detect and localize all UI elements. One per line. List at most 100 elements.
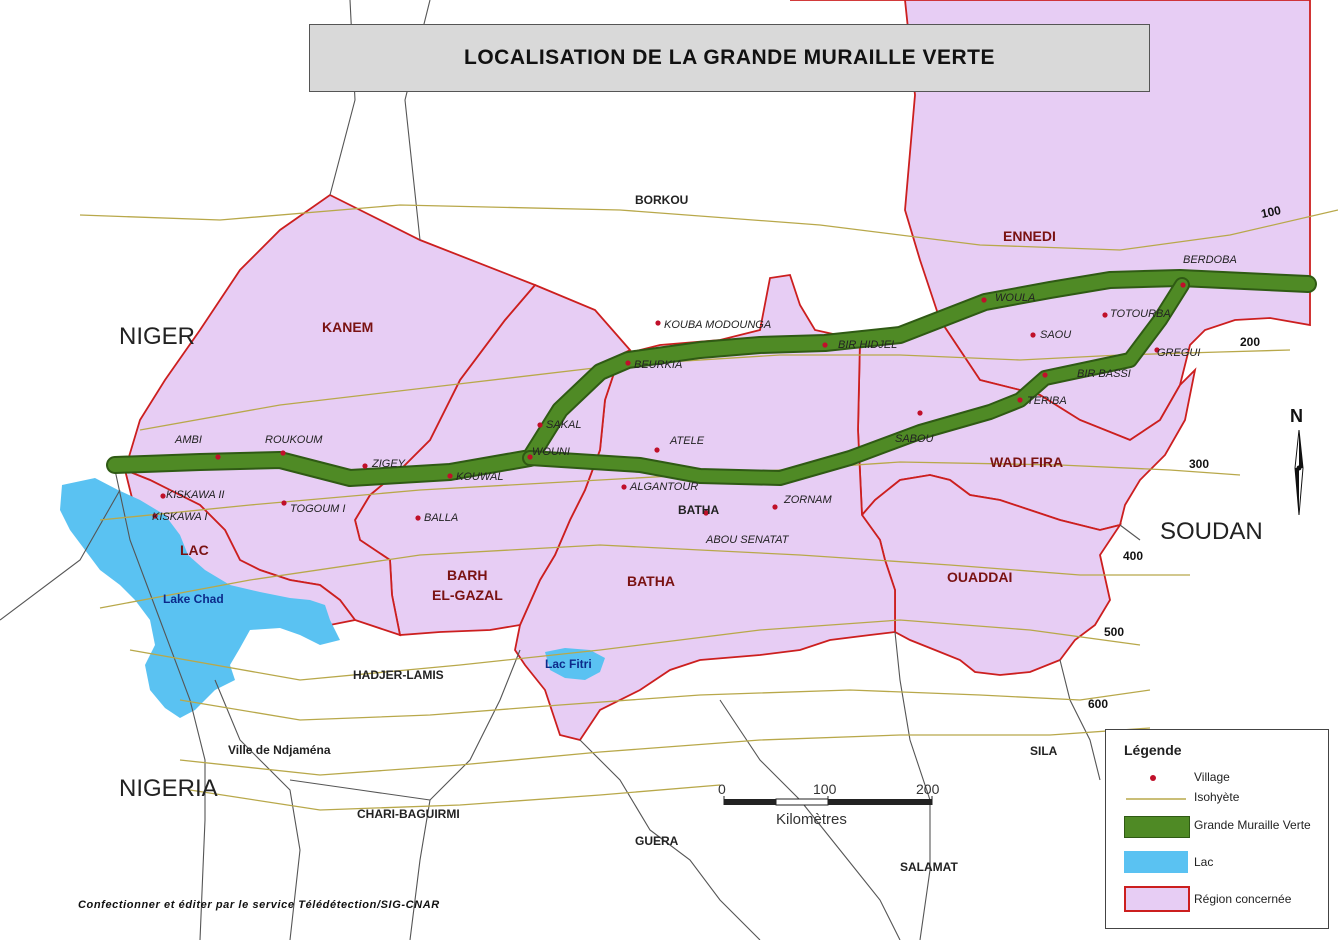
isohyet-label-300: 300 xyxy=(1189,457,1209,471)
label-guera: GUERA xyxy=(635,834,679,848)
isohyet-200 xyxy=(139,349,1291,431)
isohyet-label-100: 100 xyxy=(1260,203,1283,221)
label-ndjamena: Ville de Ndjaména xyxy=(228,743,331,757)
green-wall-branch xyxy=(524,279,1188,484)
village-dot-beurkia xyxy=(625,360,631,366)
village-label-woula: WOULA xyxy=(995,292,1035,304)
label-soudan: SOUDAN xyxy=(1160,518,1263,545)
village-dot-teriba xyxy=(1017,397,1023,403)
village-dot-ambi xyxy=(215,454,221,460)
green-wall-main xyxy=(108,271,1315,485)
scale-tick-200: 200 xyxy=(916,781,940,797)
village-dot-kouba-modounga xyxy=(655,320,661,326)
village-dot-atele xyxy=(654,447,660,453)
village-label-kouwal: KOUWAL xyxy=(456,471,503,483)
green-wall xyxy=(106,269,1317,487)
isohyet-label-400: 400 xyxy=(1123,549,1143,563)
country-labels: NIGER NIGERIA SOUDAN xyxy=(119,323,1263,802)
region-swatch-icon xyxy=(1124,886,1190,912)
isohyet-label-600: 600 xyxy=(1088,697,1108,711)
label-lac: LAC xyxy=(180,542,209,558)
village-dot-zornam xyxy=(772,504,778,510)
village-label-balla: BALLA xyxy=(424,512,458,524)
label-niger: NIGER xyxy=(119,323,195,350)
village-label-ambi: AMBI xyxy=(174,434,202,446)
region-labels: KANEM ENNEDI WADI FIRA LAC BARH EL-GAZAL… xyxy=(180,228,1063,603)
village-label-sakal: SAKAL xyxy=(546,419,581,431)
label-barh: BARH xyxy=(447,567,487,583)
village-label-zornam: ZORNAM xyxy=(783,494,833,506)
village-dots xyxy=(152,282,1186,521)
village-label-kouba-modounga: KOUBA MODOUNGA xyxy=(664,319,771,331)
village-dot-icon xyxy=(1150,775,1156,781)
legend-label-isohyete: Isohyète xyxy=(1194,790,1240,804)
village-dot-zigey xyxy=(362,463,368,469)
village-label-zigey: ZIGEY xyxy=(371,458,406,470)
village-label-beurkia: BEURKIA xyxy=(634,359,682,371)
label-lake-chad: Lake Chad xyxy=(163,592,224,606)
lake-fitri-shape xyxy=(545,648,605,680)
village-dot-balla xyxy=(415,515,421,521)
map-title: LOCALISATION DE LA GRANDE MURAILLE VERTE xyxy=(309,24,1150,92)
label-chari-baguirmi: CHARI-BAGUIRMI xyxy=(357,807,460,821)
label-hadjer-lamis: HADJER-LAMIS xyxy=(353,668,444,682)
label-salamat: SALAMAT xyxy=(900,860,958,874)
wall-swatch-icon xyxy=(1124,816,1190,838)
village-label-roukoum: ROUKOUM xyxy=(265,434,323,446)
village-dot-berdoba xyxy=(1180,282,1186,288)
legend-label-lac: Lac xyxy=(1194,855,1214,869)
village-dot-sakal xyxy=(537,422,543,428)
label-ennedi: ENNEDI xyxy=(1003,228,1056,244)
label-kanem: KANEM xyxy=(322,319,373,335)
isohyet-400 xyxy=(99,544,1190,609)
village-label-atele: ATELE xyxy=(669,435,705,447)
village-label-kiskawa-ii: KISKAWA II xyxy=(166,489,225,501)
region-ouaddai xyxy=(860,474,1123,676)
lake-swatch-icon xyxy=(1124,851,1188,873)
legend-label-village: Village xyxy=(1194,770,1230,784)
village-label-algantour: ALGANTOUR xyxy=(629,481,698,493)
village-label-sabou: SABOU xyxy=(895,433,934,445)
lake-labels: Lake Chad Lac Fitri xyxy=(163,592,592,671)
other-region-labels: BORKOU BATHA HADJER-LAMIS CHARI-BAGUIRMI… xyxy=(228,193,1058,874)
label-nigeria: NIGERIA xyxy=(119,775,218,802)
isohyet-line-icon xyxy=(1126,798,1186,800)
village-dot-kiskawa-i xyxy=(152,513,158,519)
legend-label-region: Région concernée xyxy=(1194,892,1292,906)
village-label-bir-bassi: BIR BASSI xyxy=(1077,368,1131,380)
isohyet-100 xyxy=(79,204,1338,251)
isohyet-600 xyxy=(179,689,1151,721)
village-dot-wouni xyxy=(527,454,533,460)
village-dot-kiskawa-ii xyxy=(160,493,166,499)
label-wadi-fira: WADI FIRA xyxy=(990,454,1063,470)
village-dot-algantour xyxy=(621,484,627,490)
map-credit: Confectionner et éditer par le service T… xyxy=(78,899,440,911)
legend-title: Légende xyxy=(1124,742,1182,758)
village-dot-togoum-i xyxy=(281,500,287,506)
village-dot-kouwal xyxy=(447,473,453,479)
village-label-abou-senatat: ABOU SENATAT xyxy=(705,534,790,546)
village-label-saou: SAOU xyxy=(1040,329,1071,341)
village-label-togoum-i: TOGOUM I xyxy=(290,503,345,515)
village-dot-sabou xyxy=(917,410,923,416)
scale-unit: Kilomètres xyxy=(776,811,847,828)
label-ouaddai: OUADDAI xyxy=(947,569,1012,585)
village-dot-gregui xyxy=(1154,347,1160,353)
isohyet-labels: 100 200 300 400 500 600 xyxy=(1088,203,1283,711)
village-dot-saou xyxy=(1030,332,1036,338)
label-el-gazal: EL-GAZAL xyxy=(432,587,503,603)
isohyet-label-200: 200 xyxy=(1240,335,1260,349)
village-label-gregui: GREGUI xyxy=(1157,347,1200,359)
village-dot-bir-hidjel xyxy=(822,342,828,348)
isohyet-500 xyxy=(129,619,1141,681)
legend: Légende Village Isohyète Grande Muraille… xyxy=(1105,729,1329,929)
village-label-kiskawa-i: KISKAWA I xyxy=(152,511,207,523)
scale-tick-0: 0 xyxy=(718,781,726,797)
village-label-wouni: WOUNI xyxy=(532,446,570,458)
village-dot-totourba xyxy=(1102,312,1108,318)
village-label-berdoba: BERDOBA xyxy=(1183,254,1237,266)
label-lac-fitri: Lac Fitri xyxy=(545,657,592,671)
label-batha-town: BATHA xyxy=(678,503,719,517)
